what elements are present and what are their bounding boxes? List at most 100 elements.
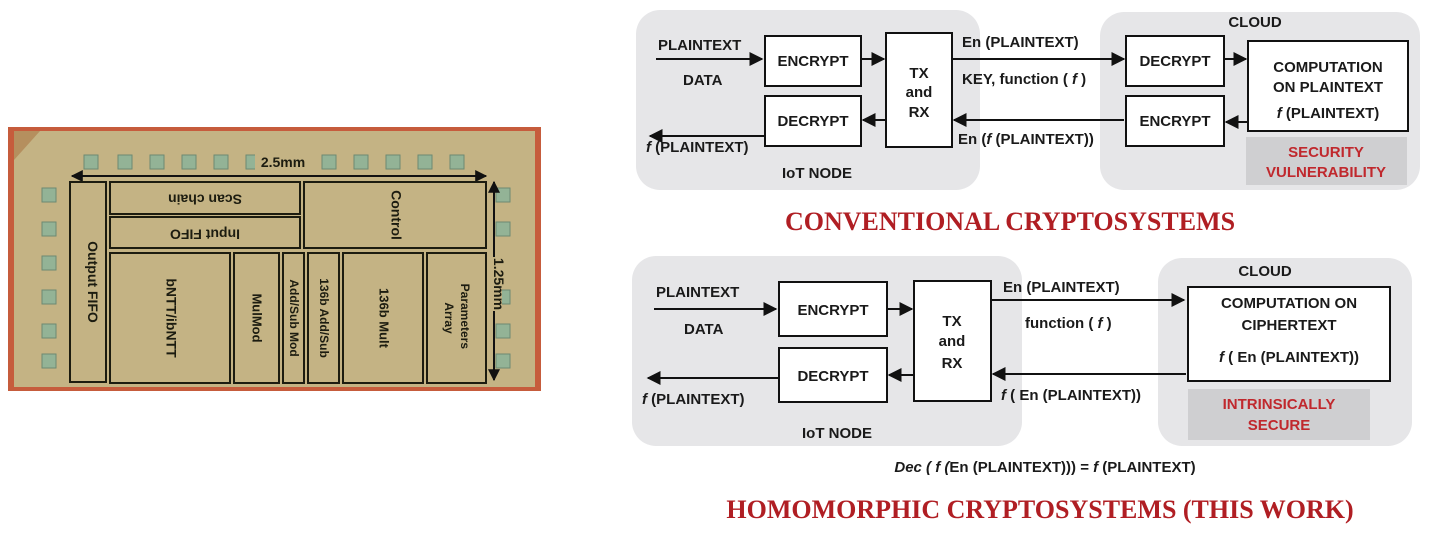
- homomorphic-diagram: CLOUD IoT NODE PLAINTEXT DATA ENCRYPT DE…: [632, 256, 1412, 524]
- homo-f-en-italic: f: [1001, 387, 1008, 404]
- homo-f-en-rest: ( En (PLAINTEXT)): [1006, 387, 1141, 404]
- homo-f-en-label: f ( En (PLAINTEXT)): [1001, 387, 1141, 404]
- homo-computation-box: [1187, 286, 1391, 382]
- homo-function-f: f: [1097, 315, 1104, 332]
- homo-title: HOMOMORPHIC CRYPTOSYSTEMS (THIS WORK): [726, 495, 1353, 524]
- conv-cloud-label: CLOUD: [1228, 14, 1281, 31]
- block-addsub-mod-label: Add/Sub Mod: [287, 279, 301, 356]
- homo-and-label: and: [939, 333, 966, 350]
- conv-txrx-box: [885, 32, 953, 148]
- block-bntt: [109, 252, 231, 384]
- block-output-fifo: [69, 181, 107, 383]
- block-mulmod: [233, 252, 280, 384]
- block-addsub-mod: [282, 252, 305, 384]
- block-scan-chain-label: Scan chain: [168, 191, 242, 207]
- homo-comp-line3: f ( En (PLAINTEXT)): [1219, 349, 1359, 366]
- chip-pads-left: [41, 187, 57, 369]
- chip-pads-top: [83, 154, 465, 170]
- block-input-fifo: [109, 216, 301, 249]
- block-addsub-136: [307, 252, 340, 384]
- conv-en-f-italic: f: [986, 131, 993, 148]
- homo-comp-line1: COMPUTATION ON: [1221, 295, 1357, 312]
- conv-en-f-suffix: (PLAINTEXT)): [991, 131, 1094, 148]
- conv-f-output-italic: f: [646, 139, 653, 156]
- block-bntt-label: bNTT/ibNTT: [163, 278, 179, 358]
- chip-width-label-bg: [255, 153, 311, 171]
- block-addsub-136-label: 136b Add/Sub: [317, 278, 331, 358]
- conv-key-function-suffix: ): [1077, 71, 1086, 88]
- homo-decrypt-box: [778, 347, 888, 403]
- homo-function-suffix: ): [1102, 315, 1111, 332]
- chip-height-label-bg: [486, 257, 502, 311]
- chip-corner-bevel: [14, 131, 40, 160]
- conv-f-output-rest: (PLAINTEXT): [651, 139, 749, 156]
- chip-height-label: 1.25mm: [491, 258, 507, 310]
- conv-iot-label: IoT NODE: [782, 165, 852, 182]
- homo-encrypt-label: ENCRYPT: [797, 302, 868, 319]
- conv-cloud-decrypt-box: [1125, 35, 1225, 87]
- homo-function-label: function ( f ): [1025, 315, 1112, 332]
- conv-key-function-prefix: KEY, function (: [962, 71, 1072, 88]
- conv-f-output-label: f (PLAINTEXT): [646, 139, 749, 156]
- conv-cloud-decrypt-label: DECRYPT: [1139, 53, 1210, 70]
- homo-data-label: DATA: [684, 321, 724, 338]
- conv-computation-box: [1247, 40, 1409, 132]
- block-params-label: Parameters Array: [442, 284, 472, 353]
- homo-plaintext-label: PLAINTEXT: [656, 284, 739, 301]
- homo-secure-line1: INTRINSICALLY: [1223, 396, 1336, 413]
- homo-f-output-rest: (PLAINTEXT): [647, 391, 745, 408]
- homo-tx-label: TX: [942, 313, 961, 330]
- conv-decrypt-label: DECRYPT: [777, 113, 848, 130]
- homo-function-prefix: function (: [1025, 315, 1097, 332]
- homo-equation: Dec ( f (En (PLAINTEXT))) = f (PLAINTEXT…: [894, 459, 1195, 476]
- homo-f-output-label: f (PLAINTEXT): [642, 391, 745, 408]
- conv-comp-line3-f: f: [1277, 105, 1284, 122]
- conv-tx-label: TX: [909, 65, 928, 82]
- homo-comp-line3-f: f: [1219, 349, 1226, 366]
- conv-en-f-label: En (f (PLAINTEXT)): [958, 131, 1094, 148]
- homo-encrypt-box: [778, 281, 888, 337]
- homo-f-output-italic: f: [642, 391, 649, 408]
- homo-en-plaintext-label: En (PLAINTEXT): [1003, 279, 1120, 296]
- conv-warning-line2: VULNERABILITY: [1266, 164, 1386, 181]
- homo-rx-label: RX: [942, 355, 963, 372]
- homo-equation-mid: En (PLAINTEXT))) =: [949, 459, 1093, 476]
- homo-equation-end: (PLAINTEXT): [1098, 459, 1196, 476]
- conv-and-label: and: [906, 84, 933, 101]
- block-input-fifo-label: Input FIFO: [170, 226, 240, 242]
- conv-comp-line3-rest: (PLAINTEXT): [1282, 105, 1380, 122]
- conv-warning-line1: SECURITY: [1288, 144, 1364, 161]
- conv-en-f-prefix: En (: [958, 131, 986, 148]
- conv-encrypt-box: [764, 35, 862, 87]
- homo-equation-f: f: [1093, 459, 1100, 476]
- conv-rx-label: RX: [909, 104, 930, 121]
- chip-width-label: 2.5mm: [261, 154, 305, 170]
- conv-en-plaintext-label: En (PLAINTEXT): [962, 34, 1079, 51]
- block-scan-chain: [109, 181, 301, 215]
- conv-key-function-f: f: [1072, 71, 1079, 88]
- homo-secure-line2: SECURE: [1248, 417, 1311, 434]
- conv-title: CONVENTIONAL CRYPTOSYSTEMS: [785, 207, 1235, 236]
- block-mult-136-label: 136b Mult: [377, 288, 392, 349]
- conv-plaintext-label: PLAINTEXT: [658, 37, 741, 54]
- conv-warning-box: [1246, 137, 1407, 185]
- homo-equation-dec: Dec ( f (: [894, 459, 951, 476]
- conv-key-function-label: KEY, function ( f ): [962, 71, 1086, 88]
- conv-cloud-encrypt-label: ENCRYPT: [1139, 113, 1210, 130]
- homo-iot-label: IoT NODE: [802, 425, 872, 442]
- homo-cloud-label: CLOUD: [1238, 263, 1291, 280]
- block-params-label-line2: Array: [442, 302, 456, 334]
- block-params-label-line1: Parameters: [458, 284, 472, 350]
- block-output-fifo-label: Output FIFO: [85, 241, 101, 323]
- conv-comp-line1: COMPUTATION: [1273, 59, 1382, 76]
- homo-comp-line2: CIPHERTEXT: [1241, 317, 1336, 334]
- conv-comp-line3: f (PLAINTEXT): [1277, 105, 1380, 122]
- conv-decrypt-box: [764, 95, 862, 147]
- block-mulmod-label: MulMod: [250, 293, 265, 342]
- block-control: [303, 181, 487, 249]
- homo-decrypt-label: DECRYPT: [797, 368, 868, 385]
- homo-comp-line3-rest: ( En (PLAINTEXT)): [1224, 349, 1359, 366]
- conv-encrypt-label: ENCRYPT: [777, 53, 848, 70]
- chip-die-photo: 2.5mm 1.25mm Output FIFO Scan chain Inpu…: [8, 127, 541, 391]
